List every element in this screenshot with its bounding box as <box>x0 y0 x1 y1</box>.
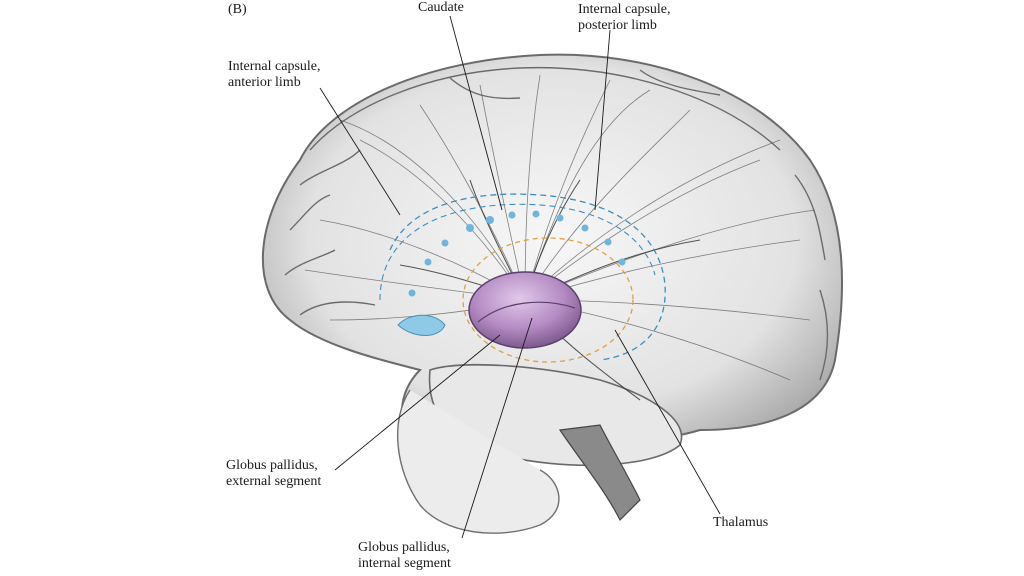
label-globus-pallidus-external: Globus pallidus, external segment <box>226 458 322 489</box>
putamen-outline <box>462 237 634 363</box>
cerebellum-lower <box>396 389 560 534</box>
gp-segment-divider <box>477 301 576 323</box>
label-internal-capsule-anterior: Internal capsule, anterior limb <box>228 59 321 90</box>
panel-label: (B) <box>228 2 247 17</box>
label-leader-lines <box>319 15 721 539</box>
caudate-outline-inner <box>379 203 656 301</box>
label-internal-capsule-posterior: Internal capsule, posterior limb <box>578 2 671 33</box>
label-thalamus: Thalamus <box>713 515 769 530</box>
globus-pallidus <box>468 271 582 349</box>
lateral-ventricle <box>397 314 446 336</box>
caudate-bridges <box>408 210 626 297</box>
label-caudate: Caudate <box>418 0 464 15</box>
label-globus-pallidus-internal: Globus pallidus, internal segment <box>358 540 451 571</box>
brainstem <box>558 424 641 522</box>
caudate-outline <box>389 193 666 361</box>
